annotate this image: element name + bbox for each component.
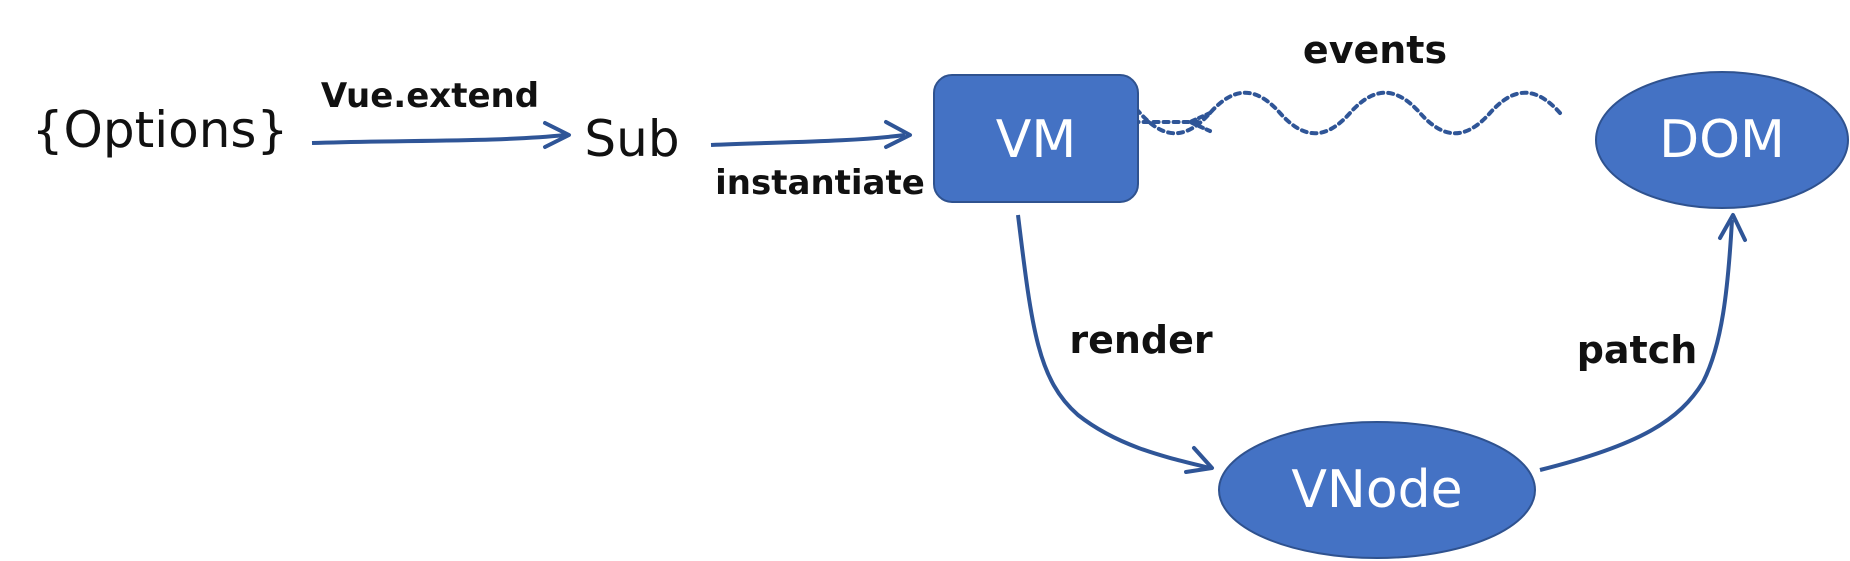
vnode-label: VNode [1291,460,1462,520]
patch-label: patch [1577,328,1698,372]
vnode-ellipse [1218,421,1536,559]
vue-extend-arrow-line [311,133,566,145]
edge-patch [1539,213,1747,472]
edge-instantiate [710,120,912,149]
render-arrowhead [1184,446,1214,474]
dom-label: DOM [1659,110,1785,170]
vue-extend-label: Vue.extend [321,76,539,116]
vm-label: VM [996,110,1076,170]
patch-arrowhead [1718,213,1747,242]
vue-extend-arrowhead [543,121,571,149]
events-arrowhead [1185,111,1212,133]
patch-arrow-line [1539,219,1734,472]
instantiate-arrowhead [884,120,912,149]
edge-render [1016,214,1214,474]
node-vnode: VNode [1218,421,1536,559]
render-arrow-line [1016,214,1211,470]
sub-label: Sub [584,110,679,168]
node-dom: DOM [1595,71,1849,209]
vm-box [933,74,1139,203]
events-label: events [1303,28,1447,72]
instantiate-label: instantiate [715,163,925,203]
dom-ellipse [1595,71,1849,209]
edge-vue-extend [311,121,571,149]
node-vm: VM [933,74,1139,203]
instantiate-arrow-line [710,133,906,147]
render-label: render [1069,318,1213,362]
options-label: {Options} [32,101,289,159]
